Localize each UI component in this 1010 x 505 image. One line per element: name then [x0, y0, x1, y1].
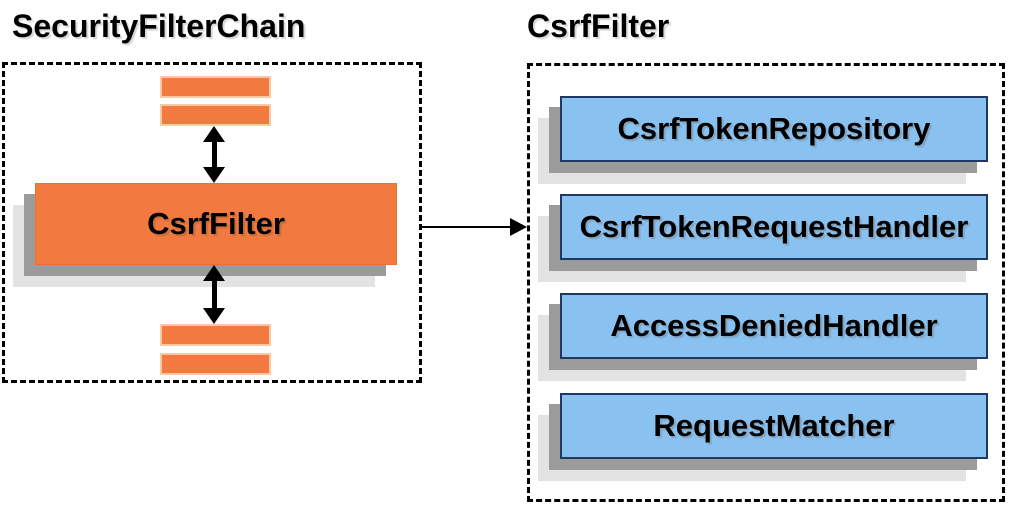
- arrow-shaft: [422, 226, 510, 228]
- filter-placeholder-bar: [160, 353, 271, 375]
- component-box-group: RequestMatcher: [538, 393, 988, 481]
- up-down-arrow-icon: [202, 126, 226, 183]
- component-box-group: AccessDeniedHandler: [538, 293, 988, 381]
- csrf-filter-panel: CsrfTokenRepository CsrfTokenRequestHand…: [527, 63, 1005, 502]
- component-label: RequestMatcher: [653, 408, 895, 443]
- component-label: CsrfTokenRepository: [617, 111, 931, 146]
- csrf-filter-box: CsrfFilter: [35, 183, 397, 265]
- component-label: AccessDeniedHandler: [610, 308, 938, 343]
- filter-placeholder-bar: [160, 104, 271, 126]
- security-filter-chain-panel: CsrfFilter: [2, 62, 422, 383]
- arrowhead-up: [203, 126, 225, 142]
- component-box-group: CsrfTokenRepository: [538, 96, 988, 184]
- filter-placeholder-bar: [160, 324, 271, 346]
- component-box: CsrfTokenRepository: [560, 96, 988, 162]
- csrf-filter-box-group: CsrfFilter: [13, 183, 397, 287]
- security-filter-chain-title: SecurityFilterChain: [12, 8, 306, 44]
- arrowhead-right: [510, 218, 527, 236]
- arrow-shaft: [211, 281, 217, 308]
- arrowhead-up: [203, 265, 225, 281]
- right-arrow-icon: [422, 218, 527, 236]
- arrowhead-down: [203, 167, 225, 183]
- csrf-filter-box-label: CsrfFilter: [147, 206, 285, 241]
- arrow-shaft: [211, 142, 217, 167]
- component-box: AccessDeniedHandler: [560, 293, 988, 359]
- csrf-filter-panel-title: CsrfFilter: [527, 8, 670, 44]
- filter-placeholder-bar: [160, 76, 271, 98]
- up-down-arrow-icon: [202, 265, 226, 324]
- component-label: CsrfTokenRequestHandler: [579, 209, 969, 244]
- arrowhead-down: [203, 308, 225, 324]
- component-box: CsrfTokenRequestHandler: [560, 194, 988, 260]
- component-box: RequestMatcher: [560, 393, 988, 459]
- component-box-group: CsrfTokenRequestHandler: [538, 194, 988, 282]
